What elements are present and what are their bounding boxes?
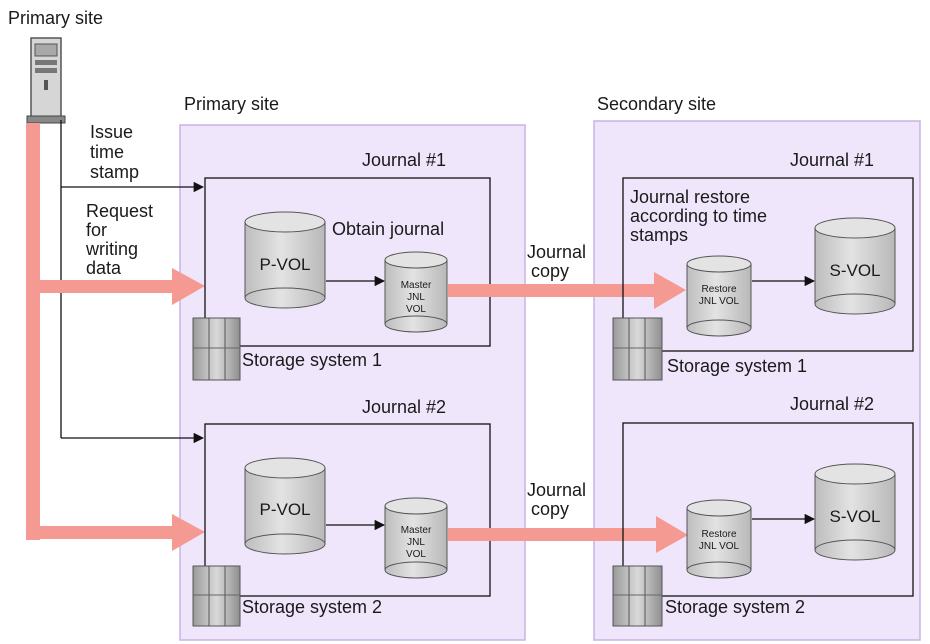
journal-title: Journal #2 [362,397,446,417]
storage-system-icon [612,565,663,627]
storage-system-label: Storage system 2 [665,597,805,617]
primary-journal-2: Journal #2 P-VOL Master JNL VOL Storage … [192,397,491,627]
secondary-journal-1: Journal #1 Journal restore according to … [612,150,914,381]
secondary-journal-2: Journal #2 Restore JNL VOL S-VOL Storage… [612,394,914,627]
storage-system-icon [192,565,241,627]
restore-jnl-line2: JNL VOL [699,541,740,552]
journal-title: Journal #1 [790,150,874,170]
pvol-disk-icon [244,457,326,555]
storage-system-label: Storage system 1 [242,350,382,370]
primary-journal-1: Journal #1 Obtain journal P-VOL Master J… [192,150,491,381]
restore-jnl-line1: Restore [701,284,736,295]
journal-copy-flow-2 [448,516,688,553]
restore-note-line1: Journal restore [630,187,750,207]
journal-title: Journal #1 [362,150,446,170]
storage-system-icon [612,317,663,381]
svg-text:Journal: Journal [527,242,586,262]
svg-text:writing: writing [85,239,138,259]
master-jnl-disk-icon [384,251,448,333]
restore-jnl-disk-icon [686,255,752,337]
master-jnl-line2: JNL [407,537,425,548]
host-label: Primary site [8,8,103,28]
primary-site-area [179,124,526,641]
svg-text:copy: copy [531,499,569,519]
master-jnl-line1: Master [401,525,432,536]
svg-text:time: time [90,142,124,162]
svg-text:Issue: Issue [90,122,133,142]
master-jnl-line3: VOL [406,549,426,560]
request-writing-label: Request for writing data [85,201,153,278]
svol-disk-icon [814,217,896,315]
master-jnl-line3: VOL [406,304,426,315]
svg-text:data: data [86,258,122,278]
svg-text:copy: copy [531,261,569,281]
write-flow [26,123,205,551]
pvol-label: P-VOL [259,500,310,519]
restore-note-line2: according to time [630,206,767,226]
storage-system-label: Storage system 2 [242,597,382,617]
obtain-journal-label: Obtain journal [332,219,444,239]
master-jnl-disk-icon [384,497,448,579]
master-jnl-line2: JNL [407,292,425,303]
secondary-site-title: Secondary site [597,94,716,114]
issue-time-stamp-label: Issue time stamp [90,122,139,182]
journal-copy-label-2: Journal copy [527,480,586,519]
restore-jnl-line2: JNL VOL [699,296,740,307]
master-jnl-line1: Master [401,280,432,291]
svg-text:for: for [86,220,107,240]
restore-jnl-disk-icon [686,499,752,579]
journal-title: Journal #2 [790,394,874,414]
pvol-disk-icon [244,211,326,309]
svg-text:stamp: stamp [90,162,139,182]
restore-note-line3: stamps [630,225,688,245]
host-server-icon [26,37,66,124]
storage-system-icon [192,317,241,381]
journal-copy-label-1: Journal copy [527,242,586,281]
restore-jnl-line1: Restore [701,529,736,540]
svg-text:Request: Request [86,201,153,221]
journal-copy-flow-1 [448,272,686,309]
svol-label: S-VOL [829,261,880,280]
primary-site-title: Primary site [184,94,279,114]
pvol-label: P-VOL [259,255,310,274]
svol-label: S-VOL [829,507,880,526]
svol-disk-icon [814,463,896,561]
storage-system-label: Storage system 1 [667,356,807,376]
svg-text:Journal: Journal [527,480,586,500]
